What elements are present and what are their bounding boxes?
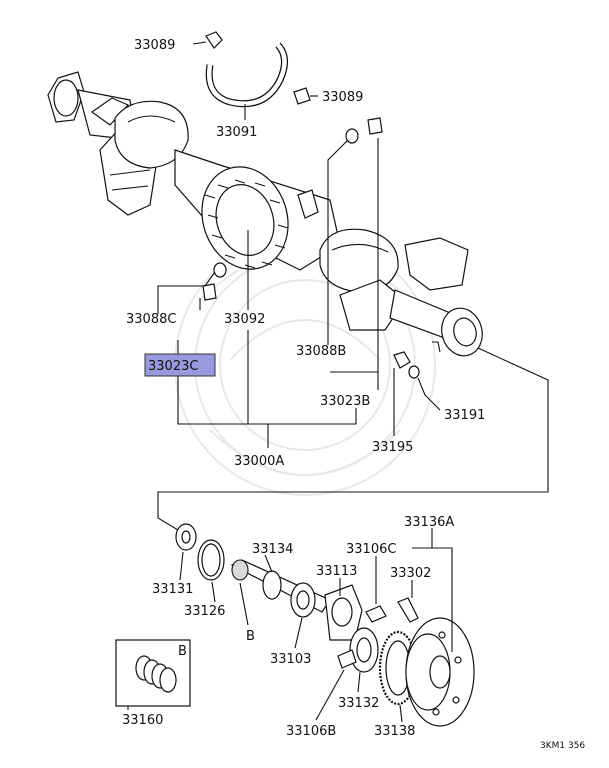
bolt-kit-box[interactable]: [115, 639, 191, 707]
label-33088C[interactable]: 33088C: [126, 312, 176, 327]
leader-lines: [127, 41, 549, 710]
label-33113[interactable]: 33113: [316, 564, 357, 579]
label-33106C[interactable]: 33106C: [346, 542, 396, 557]
label-33089-right[interactable]: 33089: [322, 90, 363, 105]
highlight-box: [144, 353, 216, 377]
label-33103[interactable]: 33103: [270, 652, 311, 667]
label-33089-top[interactable]: 33089: [134, 38, 175, 53]
hub-bolt-b[interactable]: [337, 649, 357, 669]
axle-nut[interactable]: [393, 351, 411, 369]
label-33132[interactable]: 33132: [338, 696, 379, 711]
label-33131[interactable]: 33131: [152, 582, 193, 597]
label-33091[interactable]: 33091: [216, 125, 257, 140]
label-33191[interactable]: 33191: [444, 408, 485, 423]
label-33088B[interactable]: 33088B: [296, 344, 346, 359]
axle-shaft[interactable]: [230, 559, 331, 618]
label-ref-b-shaft: B: [246, 629, 255, 644]
carrier-studs: [204, 179, 289, 269]
drain-plug-washer[interactable]: [345, 117, 383, 144]
label-33092[interactable]: 33092: [224, 312, 265, 327]
bearing-retainer[interactable]: [324, 584, 363, 641]
label-33302[interactable]: 33302: [390, 566, 431, 581]
wheel-bearing[interactable]: [349, 627, 379, 673]
label-33023B[interactable]: 33023B: [320, 394, 370, 409]
axle-housing[interactable]: [47, 71, 488, 360]
label-33136A[interactable]: 33136A: [404, 515, 454, 530]
axle-hub[interactable]: [405, 617, 475, 727]
label-ref-b-box: B: [178, 644, 187, 659]
label-33023C[interactable]: 33023C: [148, 359, 198, 374]
label-33138[interactable]: 33138: [374, 724, 415, 739]
hub-bolt-c[interactable]: [365, 605, 387, 623]
abs-rotor[interactable]: [378, 630, 418, 706]
hose-clip-right[interactable]: [293, 87, 311, 105]
hub-stud-bolt[interactable]: [397, 597, 419, 623]
diagram-code: 3KM1 356: [540, 741, 585, 751]
oil-seal[interactable]: [175, 523, 197, 551]
label-33160[interactable]: 33160: [122, 713, 163, 728]
label-33000A[interactable]: 33000A: [234, 454, 284, 469]
vent-hose[interactable]: [205, 42, 288, 108]
label-33134[interactable]: 33134: [252, 542, 293, 557]
hose-clip-top[interactable]: [205, 31, 223, 49]
axle-washer[interactable]: [408, 365, 420, 379]
label-33126[interactable]: 33126: [184, 604, 225, 619]
o-ring[interactable]: [197, 539, 225, 581]
fill-plug-washer[interactable]: [202, 262, 227, 301]
label-33106B[interactable]: 33106B: [286, 724, 336, 739]
label-33195[interactable]: 33195: [372, 440, 413, 455]
